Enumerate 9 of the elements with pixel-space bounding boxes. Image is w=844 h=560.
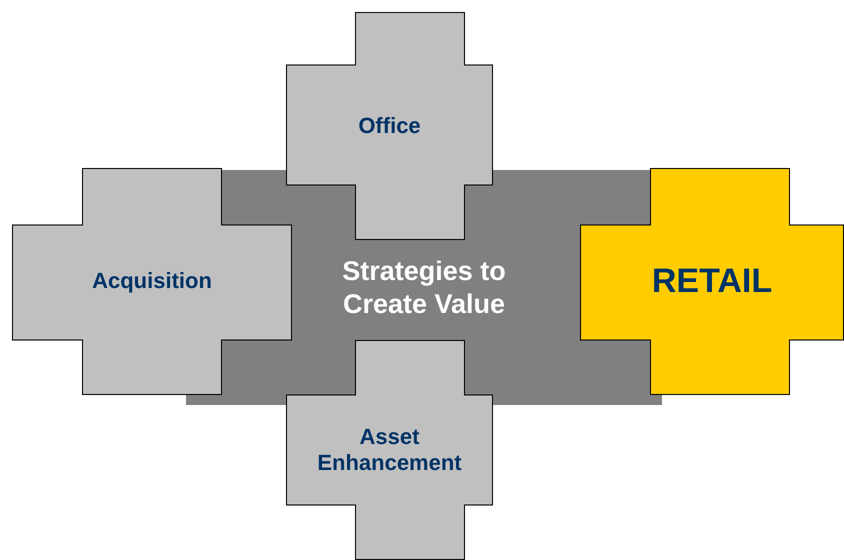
node-label: Acquisition xyxy=(92,268,212,295)
node-label: Office xyxy=(358,112,421,140)
cross-shape xyxy=(12,168,292,395)
node-label: Strategies to Create Value xyxy=(341,255,507,320)
node-label: Asset Enhancement xyxy=(316,424,463,476)
cross-shape xyxy=(580,168,844,395)
cross-shape xyxy=(286,12,493,240)
cross-shape xyxy=(286,340,493,560)
node-label: RETAIL xyxy=(652,261,772,302)
